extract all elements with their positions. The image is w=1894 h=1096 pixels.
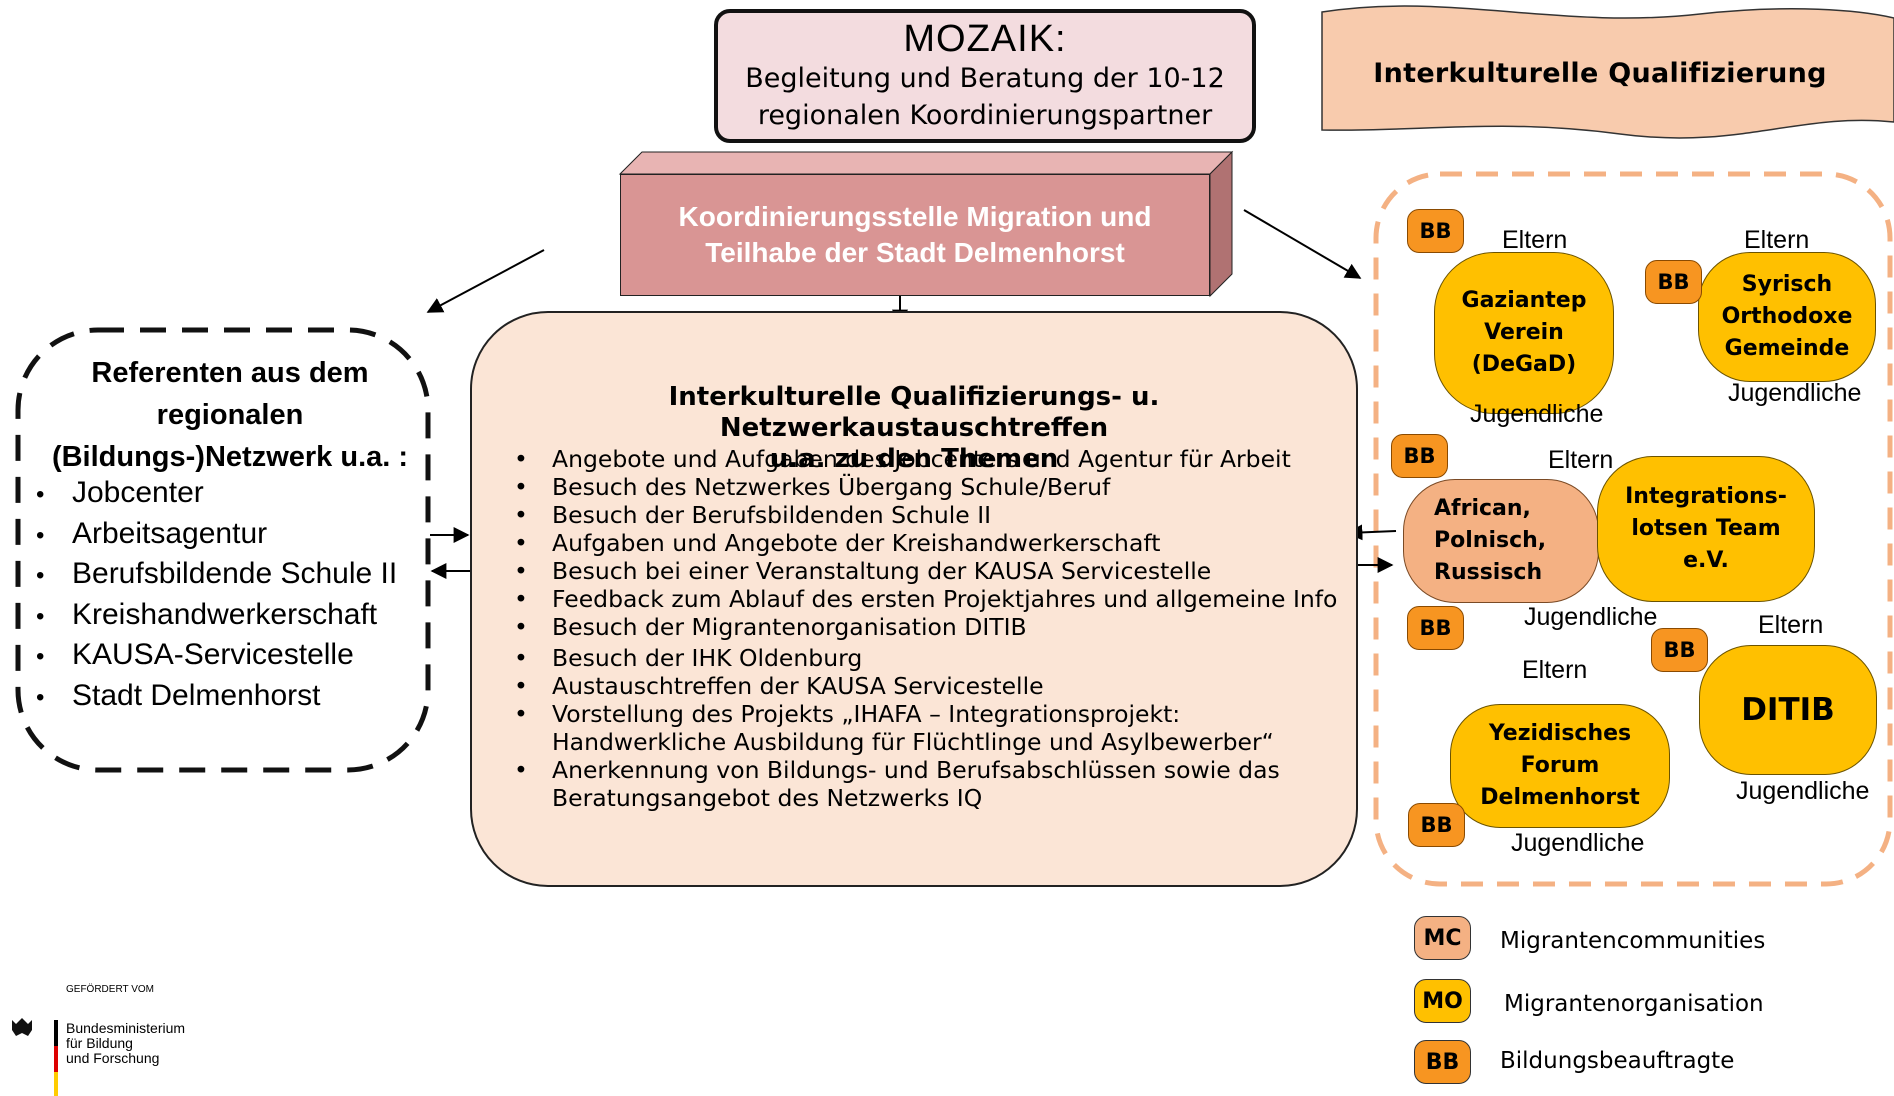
right-frame <box>1373 171 1893 887</box>
eltern-label: Eltern <box>1502 226 1568 254</box>
list-item: Besuch der Migrantenorganisation DITIB <box>514 613 1354 641</box>
jugendliche-label: Jugendliche <box>1736 777 1870 805</box>
legend-bb-box: BB <box>1414 1040 1471 1084</box>
list-item: Vorstellung des Projekts „IHAFA – Integr… <box>514 700 1354 756</box>
legend-mc-label: Migrantencommunities <box>1500 928 1766 954</box>
bb-badge: BB <box>1651 628 1708 672</box>
center-topics-list: Angebote und Aufgaben des Jobcenters und… <box>514 445 1354 812</box>
arrow-left-down <box>426 249 545 313</box>
legend-mo-label: Migrantenorganisation <box>1504 991 1764 1017</box>
logo-line2: für Bildung <box>66 1035 133 1051</box>
mozaik-title: MOZAIK: <box>903 18 1067 60</box>
bb-badge: BB <box>1645 260 1702 304</box>
list-item: Stadt Delmenhorst <box>36 677 440 718</box>
org-yezidisches-forum: Yezidisches Forum Delmenhorst <box>1450 704 1670 828</box>
list-item: Aufgaben und Angebote der Kreishandwerke… <box>514 529 1354 557</box>
list-item: Jobcenter <box>36 474 440 515</box>
mozaik-line1: Begleitung und Beratung der 10-12 <box>745 63 1225 94</box>
logo-bmbf: Bundesministerium für Bildung und Forsch… <box>66 1021 185 1066</box>
logo-line1: Bundesministerium <box>66 1020 186 1036</box>
jugendliche-label: Jugendliche <box>1511 829 1645 857</box>
eltern-label: Eltern <box>1548 446 1614 474</box>
bb-badge: BB <box>1407 209 1464 253</box>
list-item: Arbeitsagentur <box>36 515 440 556</box>
list-item: Anerkennung von Bildungs- und Berufsabsc… <box>514 756 1354 812</box>
referenten-title-2: regionalen <box>156 399 304 431</box>
bb-badge: BB <box>1408 803 1465 847</box>
list-item: Feedback zum Ablauf des ersten Projektja… <box>514 585 1354 613</box>
federal-eagle-logo <box>12 1018 58 1096</box>
koord-line1: Koordinierungsstelle Migration und <box>678 201 1152 232</box>
eltern-label: Eltern <box>1522 656 1588 684</box>
referenten-title-3: (Bildungs-)Netzwerk u.a. : <box>51 441 409 473</box>
arrow-right-down <box>1243 209 1362 279</box>
mozaik-line2: regionalen Koordinierungspartner <box>757 100 1213 131</box>
koord-box-side <box>1209 150 1233 298</box>
logo-line3: und Forschung <box>66 1050 160 1066</box>
bb-badge: BB <box>1391 434 1448 478</box>
bb-badge: BB <box>1407 606 1464 650</box>
koord-box-top <box>618 151 1234 175</box>
koordinierungsstelle-box: Koordinierungsstelle Migration und Teilh… <box>620 174 1210 296</box>
org-gaziantep: Gaziantep Verein (DeGaD) <box>1434 252 1614 414</box>
referenten-title: Referenten aus dem regionalen (Bildungs-… <box>30 352 430 478</box>
list-item: Austauschtreffen der KAUSA Servicestelle <box>514 672 1354 700</box>
community-african-polnisch-russisch: African, Polnisch, Russisch <box>1403 479 1599 603</box>
list-item: Besuch bei einer Veranstaltung der KAUSA… <box>514 557 1354 585</box>
eltern-label: Eltern <box>1758 611 1824 639</box>
logo-sponsor-caption: GEFÖRDERT VOM <box>66 984 154 995</box>
eltern-label: Eltern <box>1744 226 1810 254</box>
org-ditib: DITIB <box>1699 645 1877 775</box>
referenten-list: Jobcenter Arbeitsagentur Berufsbildende … <box>30 474 440 717</box>
center-title-1: Interkulturelle Qualifizierungs- u. Netz… <box>668 382 1160 443</box>
list-item: KAUSA-Servicestelle <box>36 636 440 677</box>
mozaik-box: MOZAIK: Begleitung und Beratung der 10-1… <box>714 9 1256 143</box>
list-item: Besuch des Netzwerkes Übergang Schule/Be… <box>514 473 1354 501</box>
koord-line2: Teilhabe der Stadt Delmenhorst <box>705 237 1125 268</box>
list-item: Berufsbildende Schule II <box>36 555 440 596</box>
list-item: Besuch der IHK Oldenburg <box>514 644 1354 672</box>
list-item: Kreishandwerkerschaft <box>36 596 440 637</box>
legend-bb-label: Bildungsbeauftragte <box>1500 1048 1735 1074</box>
jugendliche-label: Jugendliche <box>1524 603 1658 631</box>
jugendliche-label: Jugendliche <box>1728 379 1862 407</box>
org-integrationslotsen: Integrations- lotsen Team e.V. <box>1597 456 1815 602</box>
legend-mc-box: MC <box>1414 916 1471 960</box>
jugendliche-label: Jugendliche <box>1470 400 1604 428</box>
interkulturelle-qualifizierung-banner: Interkulturelle Qualifizierung <box>1373 58 1827 89</box>
list-item: Besuch der Berufsbildenden Schule II <box>514 501 1354 529</box>
list-item: Angebote und Aufgaben des Jobcenters und… <box>514 445 1354 473</box>
legend-mo-box: MO <box>1414 979 1471 1023</box>
referenten-title-1: Referenten aus dem <box>91 357 369 389</box>
org-syrisch-orthodoxe: Syrisch Orthodoxe Gemeinde <box>1698 252 1876 382</box>
